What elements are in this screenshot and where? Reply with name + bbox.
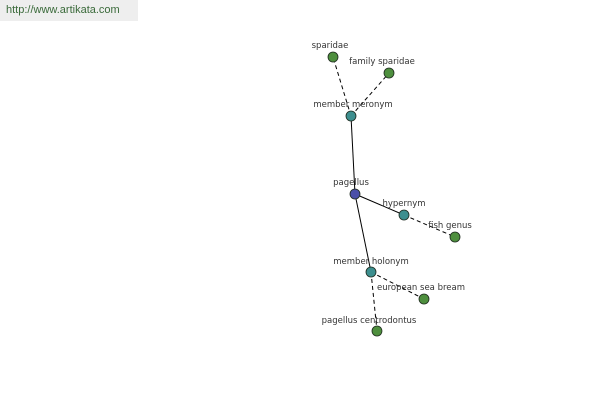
edge-pagellus-to-hypernym — [354, 193, 405, 216]
node-label-european-sea-bream[interactable]: european sea bream — [377, 283, 465, 293]
site-url[interactable]: http://www.artikata.com — [0, 0, 138, 21]
edge-hypernym-to-fish-genus — [403, 214, 456, 238]
edge-member-meronym-to-family-sparidae — [350, 72, 390, 117]
node-sparidae[interactable] — [327, 51, 339, 63]
node-hypernym[interactable] — [398, 209, 410, 221]
edge-pagellus-to-member-holonym — [354, 193, 372, 273]
node-member-meronym[interactable] — [345, 110, 357, 122]
node-pagellus-centrodontus[interactable] — [371, 325, 383, 337]
edges-layer — [332, 56, 456, 332]
edge-member-meronym-to-sparidae — [332, 56, 352, 117]
node-label-member-meronym[interactable]: member meronym — [313, 100, 392, 110]
node-label-hypernym[interactable]: hypernym — [382, 199, 425, 209]
node-family-sparidae[interactable] — [383, 67, 395, 79]
node-label-pagellus-centrodontus[interactable]: pagellus centrodontus — [322, 316, 417, 326]
node-member-holonym[interactable] — [365, 266, 377, 278]
node-label-family-sparidae[interactable]: family sparidae — [349, 57, 415, 67]
node-pagellus[interactable] — [349, 188, 361, 200]
node-label-member-holonym[interactable]: member holonym — [333, 257, 408, 267]
node-label-sparidae[interactable]: sparidae — [312, 41, 349, 51]
edge-member-holonym-to-european-sea-bream — [370, 271, 425, 300]
node-fish-genus[interactable] — [449, 231, 461, 243]
node-label-pagellus[interactable]: pagellus — [333, 178, 369, 188]
node-european-sea-bream[interactable] — [418, 293, 430, 305]
node-label-fish-genus[interactable]: fish genus — [428, 221, 472, 231]
edge-pagellus-to-member-meronym — [350, 115, 356, 195]
edge-member-holonym-to-pagellus-centrodontus — [370, 271, 378, 332]
nodes-layer — [327, 51, 461, 337]
